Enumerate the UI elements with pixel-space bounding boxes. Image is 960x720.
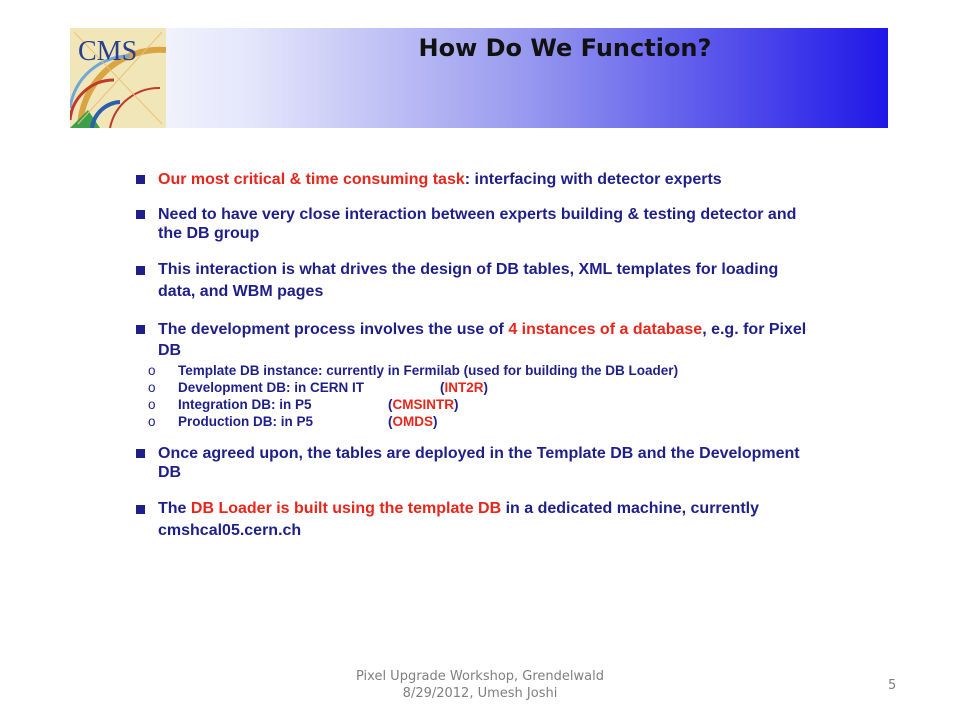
sub-item-text: Template DB instance: currently in Fermi… (178, 363, 679, 378)
bullet-6-hostname: cmshcal05.cern.ch (158, 522, 302, 539)
bullet-6-text-pre: The (158, 500, 191, 517)
sub-bullet-icon: o (148, 380, 156, 395)
bullet-square-icon (136, 449, 145, 458)
sub-bullet-icon: o (148, 363, 156, 378)
sub-item-paren-open: ( (388, 397, 393, 412)
sub-item-paren-close: ) (483, 380, 489, 395)
title-bar (70, 28, 888, 128)
sub-item-text: Integration DB: in P5 (178, 397, 312, 412)
bullet-6-highlight: DB Loader is built using the template DB (190, 500, 502, 517)
bullet-square-icon (136, 266, 145, 275)
page-number: 5 (888, 678, 897, 693)
sub-item-paren-open: ( (440, 380, 445, 395)
bullet-1-text: : interfacing with detector experts (464, 171, 722, 188)
bullet-4-highlight: 4 instances of a database (508, 321, 703, 338)
bullet-1: Our most critical & time consuming task:… (136, 170, 816, 189)
slide-title: How Do We Function? (418, 34, 712, 62)
sub-bullet-icon: o (148, 397, 156, 412)
slide-content: Our most critical & time consuming task:… (136, 170, 816, 558)
cms-logo-icon: CMS (70, 28, 166, 128)
sub-item-paren-close: ) (433, 414, 438, 429)
footer: Pixel Upgrade Workshop, Grendelwald 8/29… (300, 668, 660, 702)
bullet-square-icon (136, 175, 145, 184)
sub-item-development-db: o Development DB: in CERN IT (INT2R) (136, 380, 816, 396)
bullet-square-icon (136, 505, 145, 514)
sub-bullet-icon: o (148, 414, 156, 429)
bullet-6-text-post: in a dedicated machine, currently (501, 500, 759, 517)
sub-item-instance-name: CMSINTR (392, 397, 455, 412)
sub-item-instance-name: OMDS (392, 414, 434, 429)
bullet-4: The development process involves the use… (136, 319, 816, 430)
sub-item-text: Production DB: in P5 (178, 414, 313, 429)
sub-item-paren-close: ) (454, 397, 459, 412)
bullet-5: Once agreed upon, the tables are deploye… (136, 444, 816, 482)
bullet-square-icon (136, 325, 145, 334)
sub-item-instance-name: INT2R (444, 380, 484, 395)
sub-list: o Template DB instance: currently in Fer… (136, 363, 816, 430)
bullet-square-icon (136, 210, 145, 219)
cms-logo: CMS (70, 28, 166, 128)
sub-item-production-db: o Production DB: in P5 (OMDS) (136, 414, 816, 430)
footer-line-2: 8/29/2012, Umesh Joshi (402, 686, 558, 701)
footer-line-1: Pixel Upgrade Workshop, Grendelwald (355, 669, 604, 684)
bullet-6: The DB Loader is built using the templat… (136, 498, 816, 542)
bullet-2: Need to have very close interaction betw… (136, 205, 816, 243)
bullet-3-text: This interaction is what drives the desi… (158, 261, 779, 300)
sub-item-paren-open: ( (388, 414, 393, 429)
bullet-4-text-post: , e.g. for Pixel DB (158, 321, 807, 359)
bullet-4-text-pre: The development process involves the use… (158, 321, 509, 338)
bullet-2-text: Need to have very close interaction betw… (158, 206, 797, 242)
sub-item-text: Development DB: in CERN IT (178, 380, 365, 395)
bullet-1-highlight: Our most critical & time consuming task (158, 171, 465, 188)
bullet-3: This interaction is what drives the desi… (136, 259, 816, 303)
sub-item-integration-db: o Integration DB: in P5 (CMSINTR) (136, 397, 816, 413)
bullet-5-text: Once agreed upon, the tables are deploye… (158, 445, 800, 481)
logo-text: CMS (78, 36, 137, 67)
sub-item-template-db: o Template DB instance: currently in Fer… (136, 363, 816, 379)
